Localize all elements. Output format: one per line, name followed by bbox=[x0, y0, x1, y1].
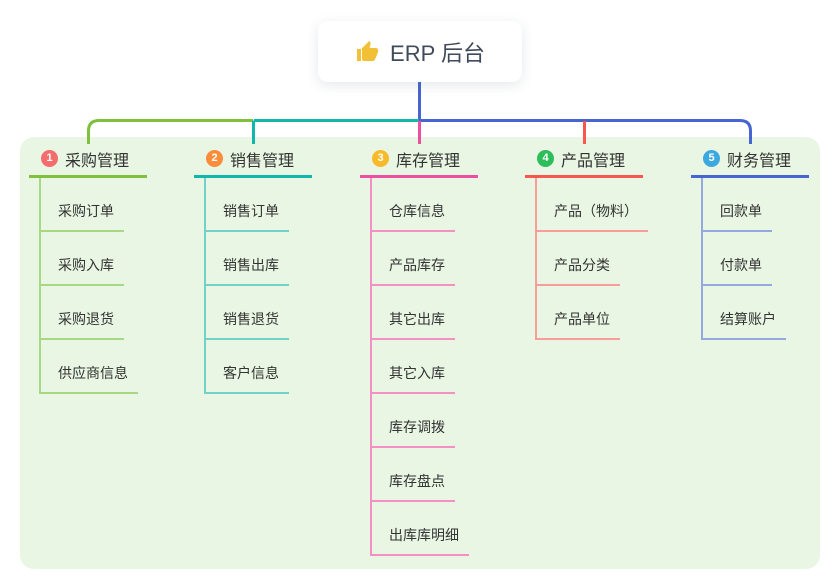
child-node[interactable]: 库存盘点 bbox=[372, 448, 478, 502]
child-node[interactable]: 销售出库 bbox=[206, 232, 312, 286]
badge-number-icon: 4 bbox=[537, 150, 554, 167]
branch-label: 采购管理 bbox=[65, 152, 130, 170]
child-label: 结算账户 bbox=[703, 309, 786, 340]
badge-number-icon: 3 bbox=[372, 150, 389, 167]
child-node[interactable]: 产品（物料） bbox=[537, 178, 648, 232]
child-label: 其它出库 bbox=[372, 309, 455, 340]
child-label: 产品单位 bbox=[537, 309, 620, 340]
child-label: 仓库信息 bbox=[372, 201, 455, 232]
badge-number-icon: 2 bbox=[206, 150, 223, 167]
child-node[interactable]: 采购订单 bbox=[41, 178, 147, 232]
child-label: 供应商信息 bbox=[41, 363, 138, 394]
child-label: 销售退货 bbox=[206, 309, 289, 340]
child-node[interactable]: 销售订单 bbox=[206, 178, 312, 232]
child-label: 库存盘点 bbox=[372, 471, 455, 502]
child-label: 出库库明细 bbox=[372, 525, 469, 556]
branch-sales: 2 销售管理 销售订单 销售出库 销售退货 客户信息 bbox=[194, 147, 312, 394]
branch-children: 回款单 付款单 结算账户 bbox=[701, 178, 809, 340]
branch-children: 仓库信息 产品库存 其它出库 其它入库 库存调拨 库存盘点 出库库明细 bbox=[370, 178, 478, 556]
branch1-connector-line bbox=[87, 119, 253, 144]
root-node[interactable]: ERP 后台 bbox=[318, 21, 522, 82]
branch-label: 财务管理 bbox=[727, 152, 792, 170]
child-label: 库存调拨 bbox=[372, 417, 455, 448]
branch2-connector-line bbox=[252, 119, 419, 144]
root-node-label: ERP 后台 bbox=[390, 40, 485, 66]
branch-label: 销售管理 bbox=[230, 152, 295, 170]
branch-children: 销售订单 销售出库 销售退货 客户信息 bbox=[204, 178, 312, 394]
child-node[interactable]: 库存调拨 bbox=[372, 394, 478, 448]
branch-node-inventory[interactable]: 3 库存管理 bbox=[360, 147, 478, 178]
child-node[interactable]: 销售退货 bbox=[206, 286, 312, 340]
child-node[interactable]: 其它出库 bbox=[372, 286, 478, 340]
badge-number-icon: 1 bbox=[41, 150, 58, 167]
child-node[interactable]: 供应商信息 bbox=[41, 340, 147, 394]
child-node[interactable]: 付款单 bbox=[703, 232, 809, 286]
child-label: 采购入库 bbox=[41, 255, 124, 286]
branch-label: 产品管理 bbox=[561, 152, 626, 170]
child-node[interactable]: 产品单位 bbox=[537, 286, 648, 340]
badge-number-icon: 5 bbox=[703, 150, 720, 167]
branch-purchase: 1 采购管理 采购订单 采购入库 采购退货 供应商信息 bbox=[29, 147, 147, 394]
child-node[interactable]: 回款单 bbox=[703, 178, 809, 232]
child-label: 采购退货 bbox=[41, 309, 124, 340]
child-node[interactable]: 采购退货 bbox=[41, 286, 147, 340]
branch-product: 4 产品管理 产品（物料） 产品分类 产品单位 bbox=[525, 147, 648, 340]
child-node[interactable]: 仓库信息 bbox=[372, 178, 478, 232]
branch-finance: 5 财务管理 回款单 付款单 结算账户 bbox=[691, 147, 809, 340]
child-label: 产品库存 bbox=[372, 255, 455, 286]
child-label: 采购订单 bbox=[41, 201, 124, 232]
child-node[interactable]: 采购入库 bbox=[41, 232, 147, 286]
child-node[interactable]: 客户信息 bbox=[206, 340, 312, 394]
child-node[interactable]: 产品分类 bbox=[537, 232, 648, 286]
branch-node-finance[interactable]: 5 财务管理 bbox=[691, 147, 809, 178]
branch-children: 采购订单 采购入库 采购退货 供应商信息 bbox=[39, 178, 147, 394]
child-label: 销售出库 bbox=[206, 255, 289, 286]
child-label: 产品分类 bbox=[537, 255, 620, 286]
child-label: 销售订单 bbox=[206, 201, 289, 232]
branch-node-sales[interactable]: 2 销售管理 bbox=[194, 147, 312, 178]
branch-children: 产品（物料） 产品分类 产品单位 bbox=[535, 178, 648, 340]
child-node[interactable]: 其它入库 bbox=[372, 340, 478, 394]
branch-inventory: 3 库存管理 仓库信息 产品库存 其它出库 其它入库 库存调拨 库存盘点 出库库… bbox=[360, 147, 478, 556]
child-node[interactable]: 产品库存 bbox=[372, 232, 478, 286]
child-node[interactable]: 结算账户 bbox=[703, 286, 809, 340]
branch-label: 库存管理 bbox=[396, 152, 461, 170]
branch5-connector-line bbox=[419, 119, 752, 144]
mindmap-background-panel bbox=[20, 137, 820, 569]
thumbs-up-icon bbox=[355, 40, 379, 64]
child-label: 付款单 bbox=[703, 255, 772, 286]
child-label: 客户信息 bbox=[206, 363, 289, 394]
child-label: 产品（物料） bbox=[537, 201, 648, 232]
branch-node-product[interactable]: 4 产品管理 bbox=[525, 147, 643, 178]
branch-node-purchase[interactable]: 1 采购管理 bbox=[29, 147, 147, 178]
child-node[interactable]: 出库库明细 bbox=[372, 502, 478, 556]
child-label: 回款单 bbox=[703, 201, 772, 232]
child-label: 其它入库 bbox=[372, 363, 455, 394]
